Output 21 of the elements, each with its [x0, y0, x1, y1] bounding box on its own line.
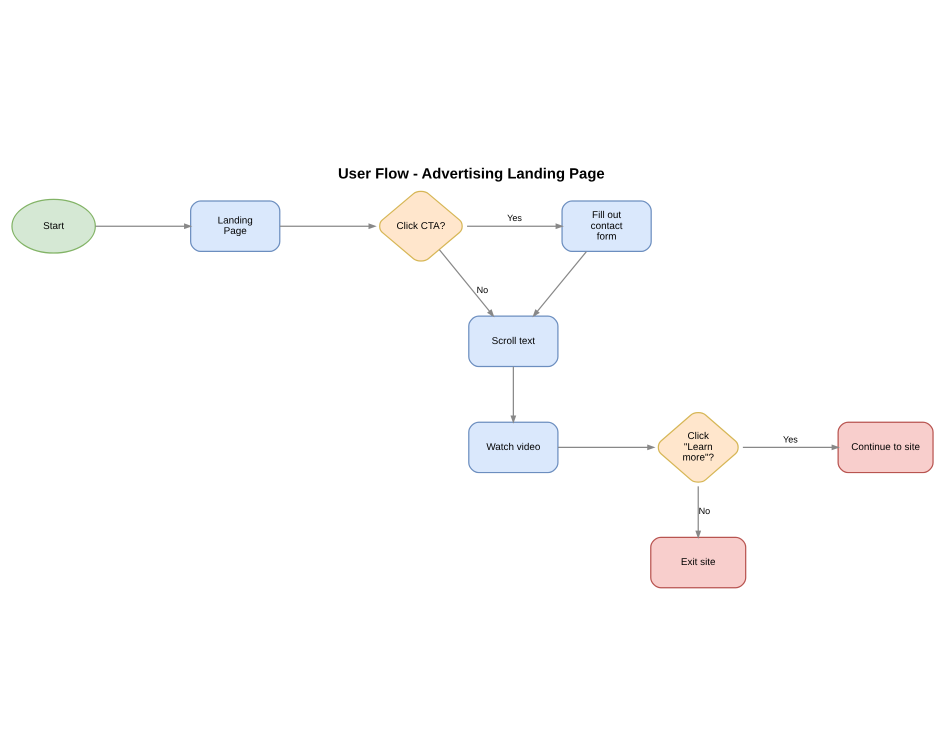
- node-box: Fill out contact form: [561, 200, 652, 252]
- arrow: [532, 250, 587, 317]
- node-box: Watch video: [468, 421, 559, 473]
- edge-label: No: [476, 284, 488, 294]
- node-ellipse: Start: [11, 198, 96, 254]
- arrow: [510, 366, 516, 424]
- arrow: [558, 444, 656, 450]
- node-box: Scroll text: [468, 315, 559, 367]
- arrow: [695, 486, 702, 538]
- arrow: [438, 248, 494, 317]
- arrow: [95, 222, 192, 229]
- node-box: Landing Page: [190, 200, 280, 252]
- diagram-title: User Flow - Advertising Landing Page: [338, 166, 605, 182]
- arrow: [742, 444, 840, 450]
- edge-label: Yes: [507, 212, 522, 223]
- node-box: Continue to site: [838, 421, 934, 473]
- edge-label: Yes: [783, 434, 798, 444]
- edge-label: No: [698, 506, 710, 516]
- node-box: Exit site: [650, 536, 746, 588]
- arrow: [467, 222, 564, 229]
- arrow: [280, 222, 377, 229]
